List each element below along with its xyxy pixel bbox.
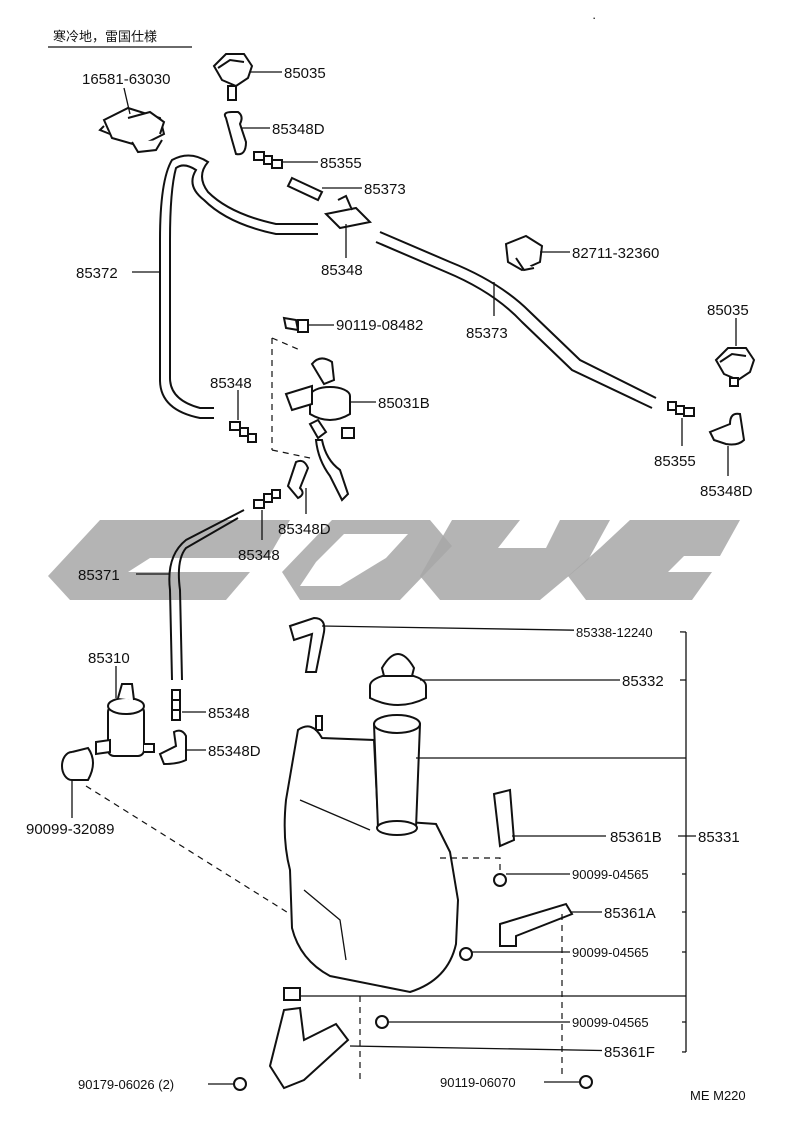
part-85348-left: 85348 (210, 375, 252, 392)
part-85373-top: 85373 (364, 181, 406, 198)
part-16581-63030: 16581-63030 (82, 71, 170, 88)
clip-82711-part (504, 234, 544, 272)
part-85348-top: 85348 (321, 262, 363, 279)
part-85331: 85331 (698, 829, 740, 846)
washer-pump-85310-part (95, 683, 155, 757)
bolt-90119-06070 (579, 1075, 593, 1089)
connector-85355-right (667, 401, 695, 417)
elbow-85348d-low (158, 729, 187, 766)
part-85348-mid: 85348 (238, 547, 280, 564)
part-90119-06070: 90119-06070 (440, 1075, 516, 1090)
hose-85372-outer (159, 154, 318, 419)
filler-cap-85332-part (369, 653, 427, 706)
hose-85371-a (168, 509, 245, 681)
check-valve-85031b-part (284, 357, 355, 502)
grommet-90099-32089-part (61, 746, 94, 781)
bolt-90099-04565-b (459, 947, 473, 961)
part-90099-04565-a: 90099-04565 (572, 867, 649, 882)
nozzle-top-part (212, 53, 254, 101)
tee-85348-top (323, 194, 373, 230)
part-85348d-right: 85348D (700, 483, 753, 500)
header-note: 寒冷地，雷国仕様 (53, 29, 157, 45)
dashed-guide-3 (271, 449, 311, 459)
hose-85372-inner (169, 164, 318, 409)
part-85348-low: 85348 (208, 705, 250, 722)
part-85361a: 85361A (604, 905, 656, 922)
hose-85373-short (286, 176, 324, 202)
bracket-85361b-part (492, 788, 516, 848)
clip-upper-part (283, 987, 301, 1001)
nut-90179-06026 (233, 1077, 247, 1091)
part-85348d-top: 85348D (272, 121, 325, 138)
elbow-85348d-top (223, 111, 248, 156)
diagram-code: ME M220 (690, 1088, 746, 1103)
hose-85373-long-b (375, 241, 653, 409)
bracket-85361f-part (268, 1006, 350, 1090)
part-85372: 85372 (76, 265, 118, 282)
dashed-guide-2 (271, 337, 301, 351)
connector-85348-left (229, 421, 257, 443)
watermark-logo (48, 520, 740, 600)
washer-tank-85331-part (283, 714, 460, 994)
bracket-85361a-part (499, 902, 574, 947)
part-90099-04565-c: 90099-04565 (572, 1015, 649, 1030)
part-85348d-mid: 85348D (278, 521, 331, 538)
part-90099-04565-b: 90099-04565 (572, 945, 649, 960)
part-85338-12240: 85338-12240 (576, 625, 653, 640)
nozzle-right-part (714, 347, 756, 387)
corner-mark: · (592, 10, 596, 25)
hose-85371-b (177, 517, 239, 681)
part-85355-top: 85355 (320, 155, 362, 172)
solenoid-valve-part (98, 106, 166, 154)
part-85355-right: 85355 (654, 453, 696, 470)
dashed-guide-pump (85, 785, 291, 915)
connector-85348-mid (253, 489, 281, 509)
dashed-guide-4 (440, 857, 501, 872)
part-82711-32360: 82711-32360 (572, 245, 659, 262)
part-85371: 85371 (78, 567, 120, 584)
bolt-90099-04565-a (493, 873, 507, 887)
part-85361f: 85361F (604, 1044, 655, 1061)
hose-85373-long-a (379, 231, 657, 399)
part-90119-08482: 90119-08482 (336, 317, 423, 334)
part-85373-mid: 85373 (466, 325, 508, 342)
part-85031b: 85031B (378, 395, 430, 412)
connector-85355-top (253, 151, 283, 169)
part-85332: 85332 (622, 673, 664, 690)
elbow-85348d-mid (286, 459, 310, 500)
part-85361b: 85361B (610, 829, 662, 846)
part-85035-top: 85035 (284, 65, 326, 82)
hose-85338-part (288, 616, 326, 673)
part-85348d-low: 85348D (208, 743, 261, 760)
leader-16581 (123, 87, 131, 115)
part-90179-06026: 90179-06026 (2) (78, 1077, 174, 1092)
bolt-90099-04565-c (375, 1015, 389, 1029)
connector-85348-low (171, 689, 181, 721)
bolt-90119-08482-part (282, 316, 309, 333)
part-85310: 85310 (88, 650, 130, 667)
part-85035-right: 85035 (707, 302, 749, 319)
elbow-85348d-right (708, 412, 746, 446)
part-90099-32089: 90099-32089 (26, 821, 114, 838)
